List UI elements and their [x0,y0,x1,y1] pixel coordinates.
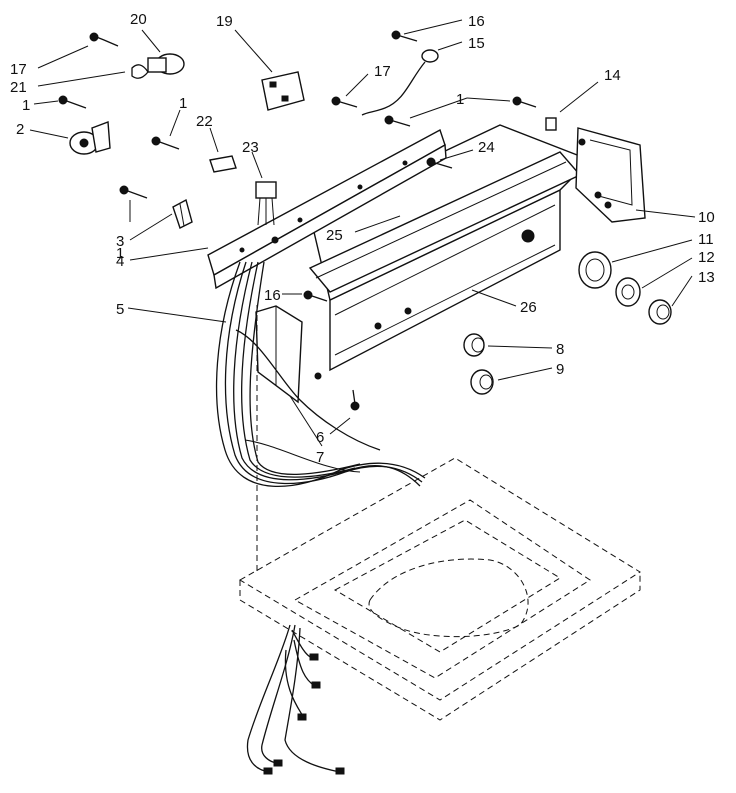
callout-10: 10 [698,209,715,226]
bracket-19 [261,71,305,111]
switch-2 [69,121,111,155]
callout-21: 21 [10,79,27,96]
callout-26: 26 [520,299,537,316]
callout-9: 9 [556,361,564,378]
callout-24: 24 [478,139,495,156]
timer-motor [131,53,185,79]
callout-1-lower: 1 [116,245,124,262]
connector-23 [255,181,277,226]
callout-1-right: 1 [456,91,464,108]
callout-12: 12 [698,249,715,266]
callout-7: 7 [316,449,324,466]
callout-4: 4 [116,253,124,270]
leader-lines [29,19,696,447]
callout-17: 17 [374,63,391,80]
callout-16: 16 [468,13,485,30]
callout-17-left: 17 [10,61,27,78]
clip-22 [209,155,237,173]
lower-wire-leads [246,624,345,775]
callout-1-left: 1 [22,97,30,114]
clip-14 [545,117,557,131]
callout-23: 23 [242,139,259,156]
callout-15: 15 [468,35,485,52]
switch-3 [172,198,193,229]
callout-1-upper: 1 [179,95,187,112]
cabinet-top [239,305,641,721]
knobs-front [463,333,494,395]
callout-19: 19 [216,13,233,30]
callout-13: 13 [698,269,715,286]
callout-11: 11 [698,231,714,248]
callout-5: 5 [116,301,124,318]
callout-3: 3 [116,233,124,250]
callout-14: 14 [604,67,621,84]
callout-8: 8 [556,341,564,358]
knob-assembly [578,251,672,325]
callout-6: 6 [316,429,324,446]
callout-labels: 16 15 20 19 17 21 17 14 1 1 1 2 22 23 24… [10,11,715,466]
callout-22: 22 [196,113,213,130]
screws [58,30,537,411]
callout-16-lower: 16 [264,287,281,304]
light-15 [361,49,439,116]
callout-20: 20 [130,11,147,28]
side-cover [255,305,303,404]
callout-2: 2 [16,121,24,138]
end-cap [575,127,646,223]
callout-25: 25 [326,227,343,244]
